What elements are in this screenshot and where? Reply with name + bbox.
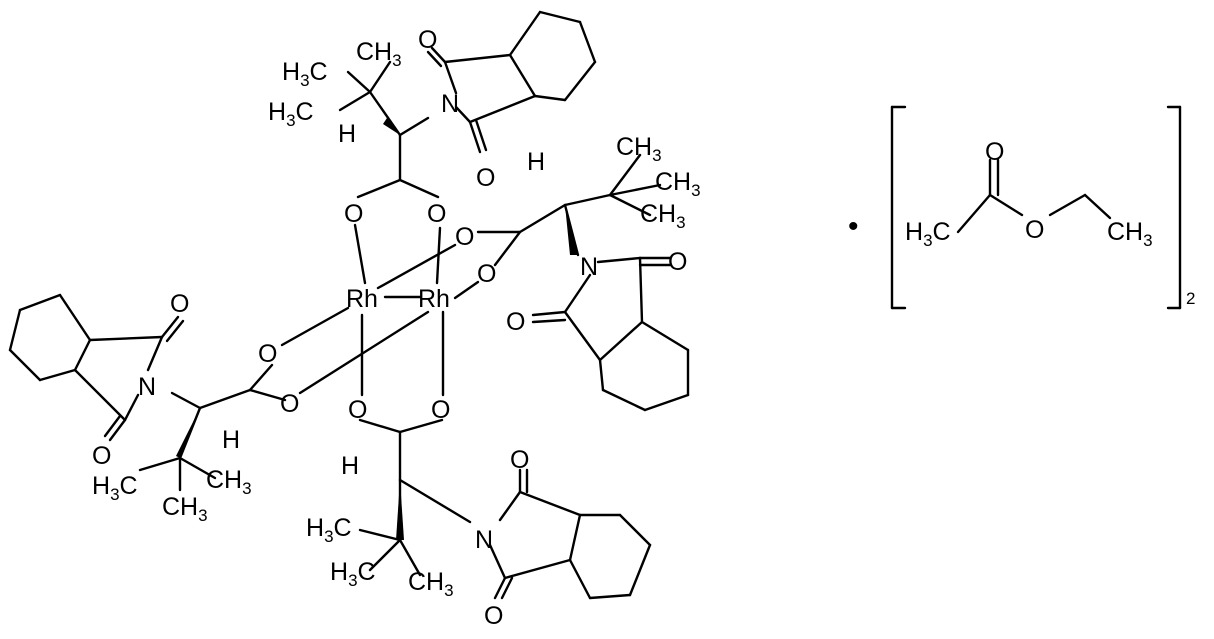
hydrogen-label: H	[338, 120, 356, 148]
methyl-label: CH3	[356, 38, 402, 70]
hydrogen-label: H	[527, 148, 545, 176]
oxygen-label: O	[668, 248, 687, 276]
hydrogen-label: H	[341, 452, 359, 480]
oxygen-label: O	[427, 200, 446, 228]
oxygen-label: O	[418, 26, 437, 54]
methyl-label: H3C	[905, 218, 951, 250]
methyl-label: CH3	[655, 168, 701, 200]
hydrogen-label: H	[222, 426, 240, 454]
nitrogen-label: N	[138, 373, 156, 401]
methyl-label: H3C	[330, 558, 376, 590]
methyl-label: CH3	[408, 568, 454, 600]
methyl-label: CH3	[162, 493, 208, 525]
oxygen-label: O	[348, 396, 367, 424]
methyl-label: CH3	[640, 200, 686, 232]
nitrogen-label: N	[441, 90, 459, 118]
oxygen-label: O	[985, 138, 1004, 166]
methyl-label: CH3	[616, 133, 662, 165]
atom-labels: Rh Rh O O O O O O O O O O O O O O O O O …	[92, 26, 1195, 630]
bracket-multiplier: 2	[1186, 289, 1195, 308]
methyl-label: H3C	[268, 98, 314, 130]
methyl-label: H3C	[306, 514, 352, 546]
oxygen-label: O	[477, 260, 496, 288]
rhodium-label-left: Rh	[346, 285, 378, 313]
oxygen-label: O	[431, 396, 450, 424]
oxygen-label: O	[344, 200, 363, 228]
methyl-label: H3C	[282, 58, 328, 90]
oxygen-label: O	[455, 223, 474, 251]
oxygen-label: O	[476, 164, 495, 192]
methyl-label: CH3	[1107, 218, 1153, 250]
oxygen-label: O	[280, 390, 299, 418]
oxygen-label: O	[258, 340, 277, 368]
methyl-label: H3C	[92, 472, 138, 504]
nitrogen-label: N	[475, 526, 493, 554]
oxygen-label: O	[170, 290, 189, 318]
nitrogen-label: N	[580, 253, 598, 281]
oxygen-label: O	[92, 442, 111, 470]
oxygen-label: O	[1025, 216, 1044, 244]
oxygen-label: O	[510, 446, 529, 474]
rhodium-label-right: Rh	[418, 285, 450, 313]
oxygen-label: O	[506, 308, 525, 336]
oxygen-label: O	[484, 602, 503, 630]
solvate-dot: •	[848, 210, 859, 243]
stereo-wedges	[176, 118, 578, 540]
methyl-label: CH3	[206, 466, 252, 498]
